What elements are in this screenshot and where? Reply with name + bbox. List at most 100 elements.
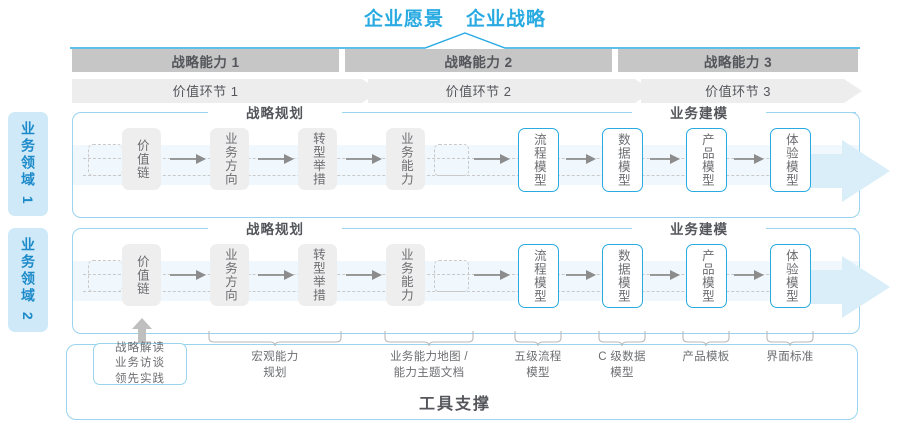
step-experience-model-row-1[interactable]: 体验模型 <box>770 128 811 192</box>
step-process-model-row-2-label: 流程模型 <box>531 249 546 303</box>
domain-row-2-panel <box>72 228 860 334</box>
step-product-model-row-2-label: 产品模型 <box>699 249 714 303</box>
title-enterprise-strategy: 企业战略 <box>466 9 547 30</box>
tool-strategy-line-1: 战略解读 <box>115 341 165 354</box>
tool-support-title: 工具支撑 <box>0 390 910 414</box>
capability-bar-2-label: 战略能力 2 <box>444 54 513 70</box>
tool-label-capability-map: 业务能力地图 / 能力主题文档 <box>359 350 499 381</box>
arrow-row-2-g <box>734 270 764 280</box>
step-value-chain-row-1-label: 价值链 <box>134 138 149 180</box>
step-business-direction-row-1[interactable]: 业务方向 <box>210 128 249 190</box>
row-1-section-modeling-label: 业务建模 <box>670 106 728 121</box>
step-business-capability-row-2[interactable]: 业务能力 <box>386 244 425 306</box>
step-data-model-row-2[interactable]: 数据模型 <box>602 244 643 308</box>
arrow-row-1-c <box>346 154 382 164</box>
value-segment-chevrons <box>72 79 862 103</box>
row-1-band <box>73 145 859 185</box>
step-transformation-row-2-label: 转型举措 <box>310 248 325 302</box>
row-2-ghost-start <box>88 260 123 292</box>
row-2-section-planning: 战略规划 <box>208 220 342 237</box>
tool-strategy-interpretation-box[interactable]: 战略解读 业务访谈 领先实践 <box>93 341 187 385</box>
step-value-chain-row-2-label: 价值链 <box>134 254 149 296</box>
step-value-chain-row-1[interactable]: 价值链 <box>122 128 161 190</box>
arrow-row-2-a <box>170 270 206 280</box>
step-product-model-row-1[interactable]: 产品模型 <box>686 128 727 192</box>
flow-arrow-row-2 <box>790 256 890 318</box>
tool-label-process-model-line-1: 五级流程 <box>514 351 562 363</box>
arrow-row-1-g <box>734 154 764 164</box>
step-transformation-row-2[interactable]: 转型举措 <box>298 244 337 306</box>
step-transformation-row-1-label: 转型举措 <box>310 132 325 186</box>
arrow-row-2-f <box>650 270 680 280</box>
value-segment-1: 价值环节 1 <box>72 79 339 101</box>
sidebar-item-domain-1-label: 业务领域 1 <box>20 121 36 207</box>
arrow-row-2-e <box>566 270 596 280</box>
row-1-section-modeling: 业务建模 <box>632 104 766 121</box>
step-business-direction-row-2-label: 业务方向 <box>222 248 237 302</box>
bracket-ui-standard <box>766 331 814 347</box>
title-enterprise-vision: 企业愿景 <box>363 9 444 30</box>
sidebar-item-domain-1: 业务领域 1 <box>8 112 48 216</box>
bracket-capability-map <box>384 331 474 347</box>
tool-label-macro-capability-line-1: 宏观能力 <box>251 351 299 363</box>
arrow-row-1-d <box>474 154 510 164</box>
tool-label-macro-capability: 宏观能力 规划 <box>215 350 335 381</box>
value-segment-1-label: 价值环节 1 <box>172 83 239 99</box>
step-transformation-row-1[interactable]: 转型举措 <box>298 128 337 190</box>
tool-label-data-model: C 级数据 模型 <box>582 350 662 381</box>
capability-bar-3: 战略能力 3 <box>618 49 858 72</box>
step-process-model-row-1-label: 流程模型 <box>531 133 546 187</box>
arrow-row-1-a <box>170 154 206 164</box>
flow-arrow-row-1 <box>790 140 890 202</box>
step-business-direction-row-2[interactable]: 业务方向 <box>210 244 249 306</box>
tool-label-ui-standard-line-1: 界面标准 <box>766 351 814 363</box>
arrow-row-2-d <box>474 270 510 280</box>
tool-strategy-line-2: 业务访谈 <box>115 357 165 370</box>
row-2-dash-top <box>83 274 849 275</box>
tool-label-product-template: 产品模板 <box>666 350 746 366</box>
step-business-capability-row-2-label: 业务能力 <box>398 248 413 302</box>
tool-strategy-line-3: 领先实践 <box>115 372 165 385</box>
bracket-product-template <box>682 331 730 347</box>
capability-bar-1: 战略能力 1 <box>72 49 339 72</box>
arrow-row-2-b <box>258 270 294 280</box>
step-business-direction-row-1-label: 业务方向 <box>222 132 237 186</box>
sidebar-item-domain-2-label: 业务领域 2 <box>20 237 36 323</box>
step-process-model-row-1[interactable]: 流程模型 <box>518 128 559 192</box>
row-1-ghost-start <box>88 144 123 176</box>
title-peak-line <box>70 32 860 49</box>
tool-label-ui-standard: 界面标准 <box>750 350 830 366</box>
tool-label-macro-capability-line-2: 规划 <box>263 366 287 379</box>
step-value-chain-row-2[interactable]: 价值链 <box>122 244 161 306</box>
domain-row-1-panel <box>72 112 860 218</box>
tool-label-data-model-line-1: C 级数据 <box>598 351 646 363</box>
tool-label-product-template-line-1: 产品模板 <box>682 351 730 363</box>
row-1-dash-top <box>83 158 849 159</box>
arrow-row-1-f <box>650 154 680 164</box>
capability-bar-2: 战略能力 2 <box>345 49 612 72</box>
row-2-section-modeling: 业务建模 <box>632 220 766 237</box>
step-data-model-row-1-label: 数据模型 <box>615 133 630 187</box>
row-1-section-planning: 战略规划 <box>208 104 342 121</box>
sidebar-item-domain-2: 业务领域 2 <box>8 228 48 332</box>
bracket-data-model <box>598 331 646 347</box>
step-data-model-row-2-label: 数据模型 <box>615 249 630 303</box>
step-experience-model-row-2[interactable]: 体验模型 <box>770 244 811 308</box>
capability-bar-1-label: 战略能力 1 <box>171 54 240 70</box>
value-segment-3: 价值环节 3 <box>618 79 858 101</box>
tool-label-capability-map-line-1: 业务能力地图 / <box>390 351 468 363</box>
row-2-section-planning-label: 战略规划 <box>246 222 304 237</box>
step-product-model-row-1-label: 产品模型 <box>699 133 714 187</box>
step-product-model-row-2[interactable]: 产品模型 <box>686 244 727 308</box>
step-business-capability-row-1-label: 业务能力 <box>398 132 413 186</box>
row-2-ghost-mid <box>434 260 469 292</box>
arrow-strategy-to-value-chain <box>132 318 152 346</box>
step-data-model-row-1[interactable]: 数据模型 <box>602 128 643 192</box>
capability-bar-3-label: 战略能力 3 <box>703 54 773 70</box>
step-business-capability-row-1[interactable]: 业务能力 <box>386 128 425 190</box>
diagram-title: 企业愿景 企业战略 <box>0 4 910 31</box>
step-process-model-row-2[interactable]: 流程模型 <box>518 244 559 308</box>
row-1-ghost-mid <box>434 144 469 176</box>
arrow-row-2-c <box>346 270 382 280</box>
